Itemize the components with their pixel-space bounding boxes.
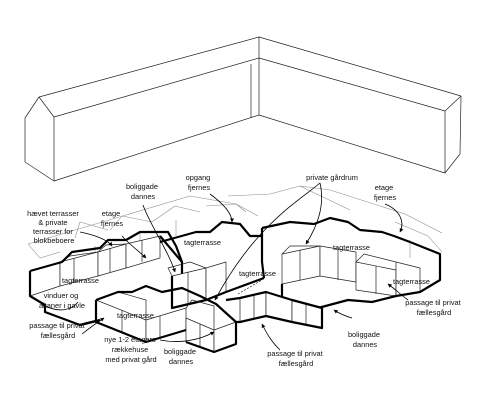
label-boliggade-dannes-right: boliggade dannes [348, 330, 382, 349]
label-haevet-terrasser: hævet terrasser & private terrasser for … [27, 209, 81, 245]
label-etage-fjernes-right: etage fjernes [374, 183, 396, 202]
label-vinduer-og-altaner: vinduer og altaner i gavle [39, 291, 85, 310]
label-nye-raekkehuse: nye 1-2 etagers rækkehuse med privat går… [104, 335, 157, 364]
right-block [260, 216, 442, 310]
existing-block-drawing [24, 36, 462, 182]
transformed-block-drawing [27, 185, 443, 354]
label-private-gaardrum: private gårdrum [306, 173, 358, 182]
label-tagterrasse-2: tagterrasse [333, 243, 370, 252]
middle-block [159, 220, 266, 310]
labels: boliggade dannes opgang fjernes private … [27, 173, 463, 368]
label-opgang-fjernes: opgang fjernes [186, 173, 213, 192]
label-etage-fjernes-left: etage fjernes [101, 209, 123, 228]
label-boliggade-dannes-top: boliggade dannes [126, 182, 160, 201]
label-tagterrasse-6: tagterrasse [117, 311, 154, 320]
front-rowhouse-block [79, 284, 238, 354]
label-passage-left: passage til privat fællesgård [29, 321, 87, 340]
label-tagterrasse-1: tagterrasse [184, 238, 221, 247]
label-tagterrasse-5: tagterrasse [393, 277, 430, 286]
label-tagterrasse-3: tagterrasse [62, 276, 99, 285]
label-tagterrasse-4: tagterrasse [239, 269, 276, 278]
label-boliggade-dannes-bottom: boliggade dannes [164, 347, 198, 366]
label-passage-bottom: passage til privat fællesgård [267, 349, 325, 368]
bottom-right-block [225, 290, 324, 330]
annotation-arrows [41, 182, 409, 351]
label-passage-right: passage til privat fællesgård [405, 298, 463, 317]
